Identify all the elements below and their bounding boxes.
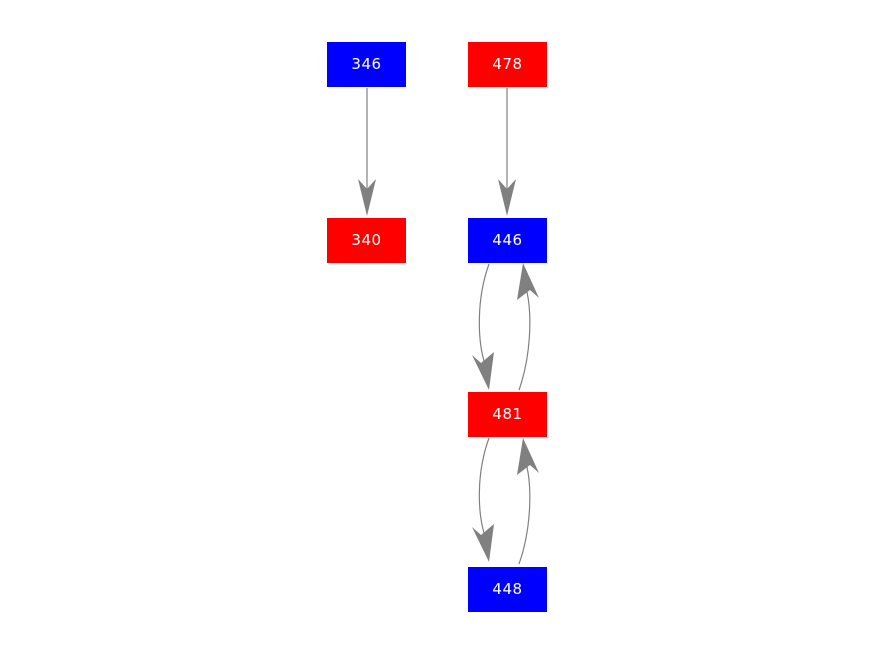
edge-481-to-446 [517,263,539,391]
edge-481-to-448 [472,437,494,562]
graph-node-346[interactable]: 346 [327,42,406,87]
edge-478-to-446 [498,88,516,216]
edge-346-to-340 [358,88,376,216]
graph-node-446[interactable]: 446 [468,218,547,263]
graph-node-label: 448 [492,580,523,598]
graph-node-label: 481 [492,405,523,423]
graph-node-340[interactable]: 340 [327,218,406,263]
graph-node-label: 446 [492,231,523,249]
graph-node-448[interactable]: 448 [468,567,547,612]
graph-node-label: 346 [351,55,382,73]
graph-node-478[interactable]: 478 [468,42,547,87]
edge-446-to-481 [472,263,494,390]
graph-node-481[interactable]: 481 [468,392,547,437]
edge-448-to-481 [517,438,539,565]
graph-node-label: 340 [351,231,382,249]
graph-node-label: 478 [492,55,523,73]
